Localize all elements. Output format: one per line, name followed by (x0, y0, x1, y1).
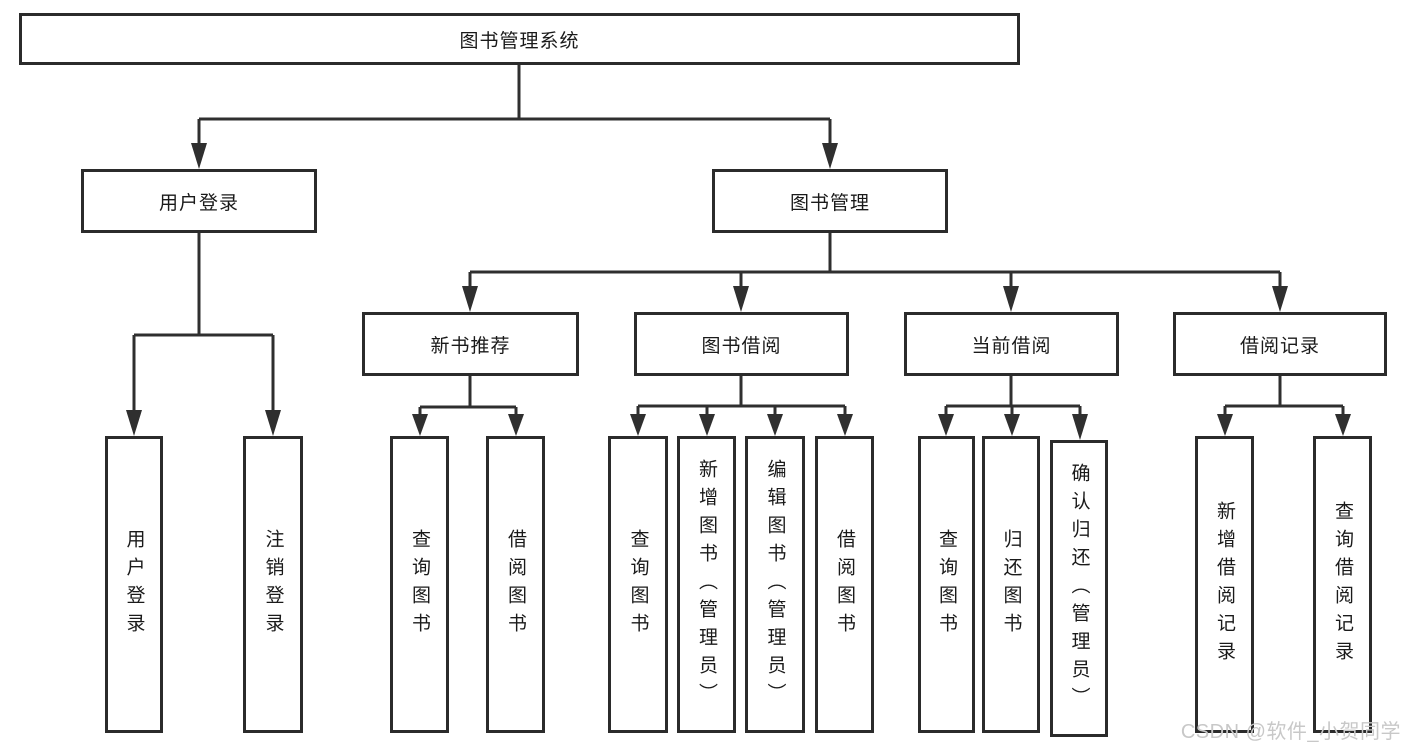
node-user-login-label: 用户登录 (158, 192, 239, 214)
leaf-query-books-2: 查询图书 (608, 436, 668, 733)
leaf-edit-books-admin-label: 编辑图书（管理员） (764, 458, 786, 711)
leaf-return-books-label: 归还图书 (1000, 528, 1022, 641)
leaf-logout: 注销登录 (243, 436, 303, 733)
leaf-query-borrow-record: 查询借阅记录 (1313, 436, 1372, 733)
leaf-borrow-books-1: 借阅图书 (486, 436, 545, 733)
node-book-borrowing-label: 图书借阅 (701, 335, 782, 357)
leaf-query-books-3: 查询图书 (918, 436, 975, 733)
node-root-label: 图书管理系统 (459, 30, 580, 52)
leaf-borrow-books-2-label: 借阅图书 (834, 528, 855, 641)
leaf-borrow-books-2: 借阅图书 (815, 436, 874, 733)
leaf-logout-label: 注销登录 (262, 528, 284, 641)
leaf-add-books-admin: 新增图书（管理员） (677, 436, 736, 733)
leaf-query-books-1-label: 查询图书 (409, 528, 430, 641)
node-borrowing-records-label: 借阅记录 (1239, 335, 1320, 357)
leaf-edit-books-admin: 编辑图书（管理员） (745, 436, 805, 733)
leaf-add-borrow-record-label: 新增借阅记录 (1214, 500, 1235, 669)
node-book-management: 图书管理 (712, 169, 948, 233)
leaf-query-books-3-label: 查询图书 (936, 528, 957, 641)
leaf-query-books-1: 查询图书 (390, 436, 449, 733)
csdn-watermark: CSDN @软件_小贺同学 (1180, 721, 1401, 743)
node-new-book-recommend: 新书推荐 (362, 312, 579, 376)
leaf-user-login-label: 用户登录 (123, 528, 145, 641)
node-borrowing-records: 借阅记录 (1173, 312, 1387, 376)
node-current-borrowing: 当前借阅 (904, 312, 1119, 376)
leaf-query-borrow-record-label: 查询借阅记录 (1332, 500, 1353, 669)
leaf-add-books-admin-label: 新增图书（管理员） (696, 458, 717, 711)
leaf-user-login: 用户登录 (105, 436, 163, 733)
leaf-query-books-2-label: 查询图书 (627, 528, 649, 641)
leaf-confirm-return-admin-label: 确认归还（管理员） (1068, 462, 1090, 715)
leaf-return-books: 归还图书 (982, 436, 1040, 733)
node-root: 图书管理系统 (19, 13, 1020, 65)
node-current-borrowing-label: 当前借阅 (971, 335, 1052, 357)
node-new-book-recommend-label: 新书推荐 (430, 335, 511, 357)
leaf-add-borrow-record: 新增借阅记录 (1195, 436, 1254, 733)
node-book-borrowing: 图书借阅 (634, 312, 849, 376)
leaf-confirm-return-admin: 确认归还（管理员） (1050, 440, 1108, 737)
node-user-login: 用户登录 (81, 169, 317, 233)
leaf-borrow-books-1-label: 借阅图书 (505, 528, 526, 641)
node-book-management-label: 图书管理 (789, 192, 870, 214)
